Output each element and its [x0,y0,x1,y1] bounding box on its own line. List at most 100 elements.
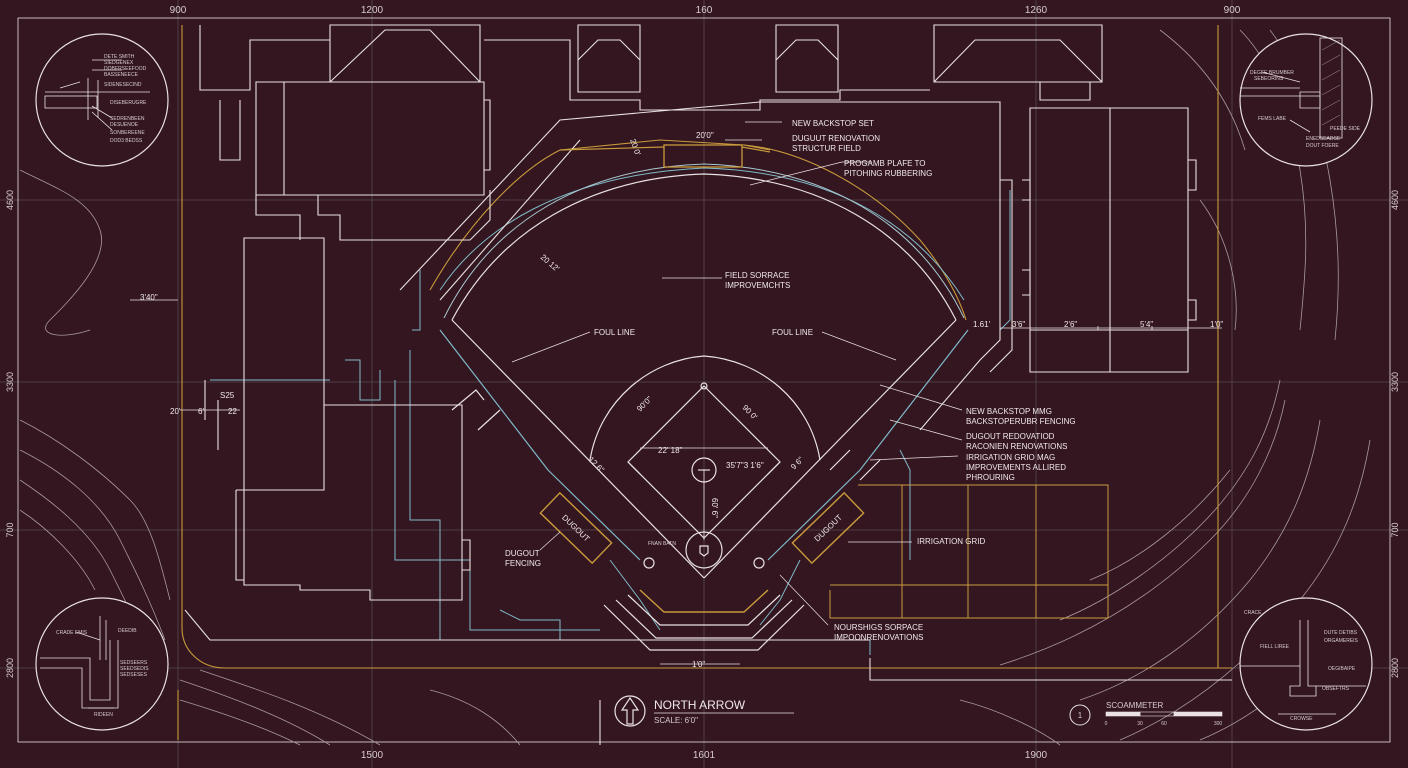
grid-label-left-3: 700 [5,522,15,537]
detail-bubble-top-right: DEGEE BRUMBER SEBEORINS FEMS LABE PEEDE … [1239,33,1373,167]
detail-tl-1: DETE SMITH [104,54,135,60]
dim-right-2: 3'6" [1012,320,1025,329]
detail-tl-8: DESUENOE [110,122,139,128]
callout-irrigation-grid: IRRIGATION GRID [917,537,986,546]
callout-irrigation-1: IRRIGATION GRIO MAG [966,453,1055,462]
dim-left-small-c: 22 [228,407,237,416]
detail-tr-3: FEMS LABE [1258,116,1287,122]
outfield-arc [451,173,957,321]
callout-nourishing-2: IMPOONRENOVATIONS [834,633,924,642]
grid-label-left-4: 2800 [5,658,15,678]
grid-label-top-3: 160 [696,5,713,16]
detail-tl-5: SIDENESECIND [104,82,142,88]
callout-dugout-renovation-2: STRUCTUR FIELD [792,144,861,153]
callouts: NEW BACKSTOP SET DUGUUT RENOVATION STRUC… [505,119,1076,642]
callout-field-surface-1: FIELD SORRACE [725,271,789,280]
grid-label-right-1: 4600 [1390,190,1400,210]
detail-br-7: CROWSE [1290,716,1313,722]
dim-foul-left: 12 6" [587,455,606,474]
dim-infield-diag-right: 90 0' [741,403,760,422]
detail-bl-2: DEEDIB [118,628,137,634]
dim-right-1: 1.61' [973,320,991,329]
dugout-left-shape [539,491,613,565]
grid-label-right-4: 2800 [1390,658,1400,678]
dim-right-3: 2'6" [1064,320,1077,329]
detail-bubble-bottom-left: CRADE EMIS DEEDIB SEDSEERS SEEDSEDIS SED… [35,597,169,731]
scale-tick-2: 60 [1161,721,1167,727]
second-base [700,382,708,390]
scale-tick-1: 30 [1137,721,1143,727]
dimension-text: 20'0" 20 0' 20 12' 3'40" S25 20' 6' 22 9… [140,131,1223,669]
grid-label-top-1: 900 [170,5,187,16]
grid-label-right-2: 3300 [1390,372,1400,392]
scale-tick-3: 300 [1214,721,1223,727]
dim-left-mid: S25 [220,391,235,400]
property-lines [177,25,1232,740]
foul-line-left [451,319,705,579]
dim-infield-diag-left: 90'0" [635,394,654,413]
grid-label-bottom-1: 1500 [361,750,384,761]
detail-bl-6: RIDEEN [94,712,113,718]
detail-br-5: OEGIBAIPE [1328,666,1356,672]
callout-dugout-fencing-2: FENCING [505,559,541,568]
detail-tr-4: PEEDE SIDE [1330,126,1361,132]
grid-label-bottom-2: 1601 [693,750,716,761]
dim-left-edge: 3'40" [140,293,158,302]
dugout-right-label: DUGOUT [813,513,844,544]
callout-new-backstop-set: NEW BACKSTOP SET [792,119,874,128]
detail-tl-6: DISEBERUGRE [110,100,147,106]
backstop [639,589,769,613]
callout-field-surface-2: IMPROVEMCHTS [725,281,790,290]
callout-foul-line-left: FOUL LINE [594,328,635,337]
detail-bubble-bottom-right: CRACE DUTE DETIBS ORGAMEREIS FIELL LIREE… [1239,597,1373,731]
dim-bottom-center: 1'0" [692,660,705,669]
dim-right-5: 1'0" [1210,320,1223,329]
callout-irrigation-3: PHROURING [966,473,1015,482]
dugout-right-shape [791,491,865,565]
dim-infield-left: 20 12' [539,253,562,274]
sheet-number: 1 [1078,711,1083,720]
grid-label-top-5: 900 [1224,5,1241,16]
grid-label-bottom-3: 1900 [1025,750,1048,761]
dim-arc-top: 20'0" [696,131,714,140]
scale-bar-title: SCOAMMETER [1106,701,1164,710]
callout-dugout-reno2-1: DUGOUT REDOVATIOD [966,432,1055,441]
foul-line-right [703,319,957,579]
dim-left-small-b: 6' [198,407,204,416]
dim-foul-right: 9 6" [789,455,805,471]
baseball-field [439,144,969,651]
detail-bl-3: SEDSEERS [120,660,148,666]
dim-mound: 60' 6" [710,498,719,518]
infield-arc [589,355,821,461]
scale-bar: 1 SCOAMMETER 0 30 60 300 [1069,701,1223,727]
detail-bl-5: SEDSESES [120,672,148,678]
dugout-left-label: DUGOUT [560,513,591,544]
detail-bl-4: SEEDSEDIS [120,666,149,672]
utility-lines [210,167,1011,655]
callout-nourishing-1: NOURSHIGS SORPACE [834,623,923,632]
detail-tl-4: BASSENEECE [104,72,139,78]
grid-label-left-2: 3300 [5,372,15,392]
detail-tl-7: SEDRENBEEN [110,116,145,122]
grid-label-right-3: 700 [1390,522,1400,537]
detail-bl-1: CRADE EMIS [56,630,88,636]
backstop-top [663,144,743,168]
dim-left-small-a: 20' [170,407,181,416]
sheet-number-circle [1069,704,1091,726]
detail-br-1: CRACE [1244,610,1262,616]
detail-tl-3: DOBERSEEFOOD [104,66,147,72]
grid-label-top-4: 1260 [1025,5,1048,16]
detail-tl-10: DOD3 BEDSS [110,138,143,144]
callout-backstop-mesh-1: NEW BACKSTOP MMG [966,407,1052,416]
callout-dugout-fencing-1: DUGOUT [505,549,540,558]
detail-tr-1: DEGEE BRUMBER [1250,70,1294,76]
warning-track-right [767,329,969,561]
north-arrow-label: NORTH ARROW [654,698,746,712]
detail-br-4: FIELL LIREE [1260,644,1290,650]
callout-pitching-2: PITOHING RUBBERING [844,169,932,178]
scale-tick-0: 0 [1105,721,1108,727]
callout-dugout-reno2-2: RACONIEN RENOVATIONS [966,442,1068,451]
callout-backstop-mesh-2: BACKSTOPERUBR FENCING [966,417,1076,426]
callout-pitching-1: PROGAMB PLAFE TO [844,159,926,168]
